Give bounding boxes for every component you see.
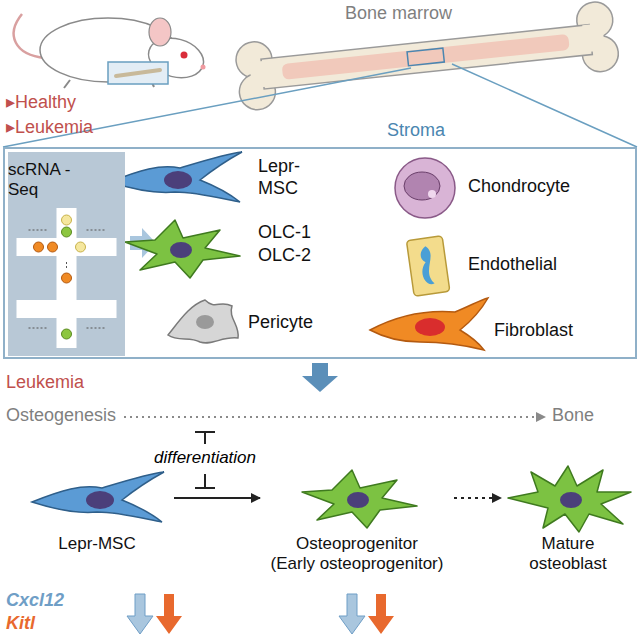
msc-cell: [110, 152, 242, 202]
cell-name: (Early osteoprogenitor): [271, 554, 444, 574]
label-text: Kitl: [6, 613, 35, 635]
label-text: Pericyte: [248, 312, 313, 334]
label-text: Chondrocyte: [468, 176, 570, 198]
mouse: [14, 14, 208, 88]
label-text: OLC-2: [258, 245, 311, 267]
chondrocyte-cell: [395, 158, 455, 218]
label-text: Fibroblast: [494, 320, 573, 342]
label-text: Lepr-MSC: [258, 156, 314, 199]
edge-label: differentiation: [151, 448, 259, 468]
cell-stage: Mature osteoblast: [503, 462, 633, 573]
endothelial-cell: [406, 236, 449, 296]
cell-picture: [493, 462, 640, 534]
down-arrows: [127, 594, 394, 634]
label-text: Cxcl12: [6, 590, 64, 612]
label-text: Endothelial: [468, 254, 557, 276]
cell-name: Mature osteoblast: [513, 534, 623, 573]
differentiation-arrow: [454, 497, 501, 499]
fibroblast-cell: [370, 298, 488, 350]
bone: [234, 0, 620, 111]
method-panel: scRNA - Seq: [8, 152, 125, 356]
olc-cell: [125, 220, 240, 278]
panel-heading: Stroma: [387, 120, 445, 141]
label-text: ▸Leukemia: [6, 117, 93, 139]
cell-picture: [22, 462, 172, 534]
label-text: ▸Healthy: [6, 92, 76, 114]
label-text: Bone: [552, 405, 594, 427]
cell-name: Lepr-MSC: [58, 534, 135, 554]
cell-stage: Lepr-MSC: [22, 462, 172, 554]
label-text: Osteogenesis: [6, 405, 116, 427]
cell-stage: Osteoprogenitor(Early osteoprogenitor): [262, 462, 452, 573]
differentiation-arrow: [174, 497, 260, 499]
panel-heading: scRNA - Seq: [8, 160, 125, 199]
label-text: OLC-1: [258, 222, 311, 244]
cell-picture: [8, 208, 125, 348]
cell-picture: [282, 462, 432, 534]
label-text: Bone marrow: [345, 3, 452, 25]
cell-name: Osteoprogenitor: [296, 534, 418, 554]
pericyte-cell: [168, 300, 238, 343]
label-text: Leukemia: [6, 372, 84, 394]
